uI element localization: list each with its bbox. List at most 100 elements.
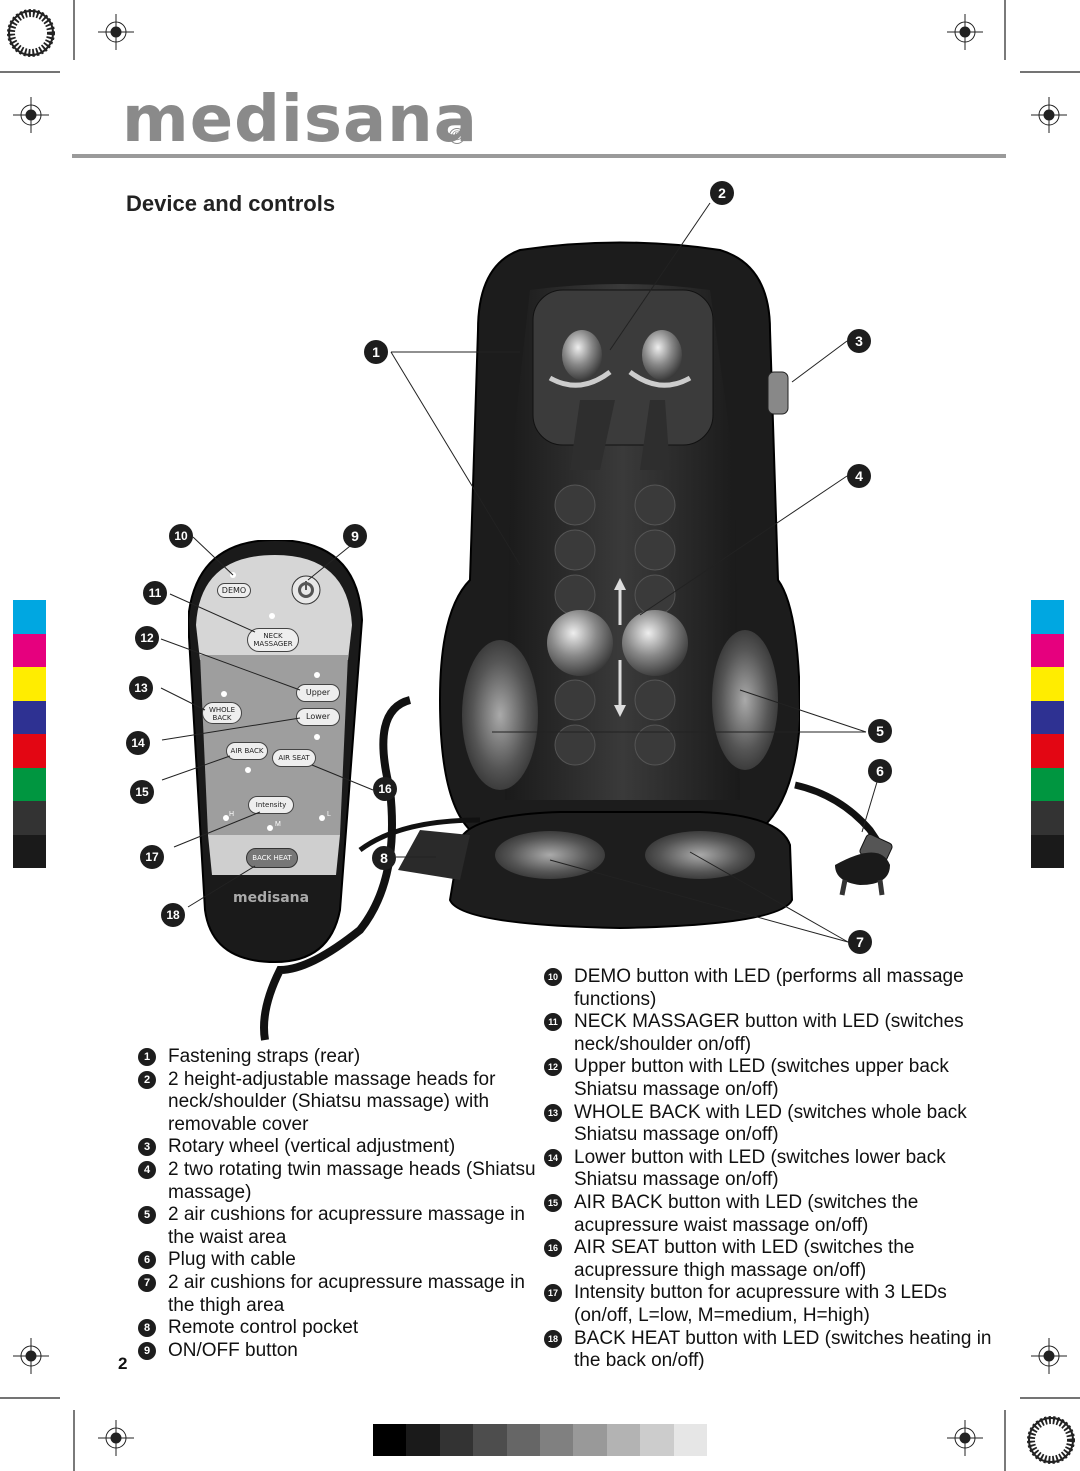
- legend-text: Intensity button for acupressure with 3 …: [574, 1282, 947, 1326]
- legend-text: ON/OFF button: [168, 1339, 298, 1361]
- crosshair-icon: [98, 1420, 134, 1456]
- power-icon: [299, 583, 313, 597]
- color-swatch: [13, 633, 46, 667]
- callout-18: 18: [161, 903, 185, 927]
- legend-number: 4: [138, 1160, 156, 1179]
- callout-11: 11: [143, 581, 167, 605]
- callout-13: 13: [129, 676, 153, 700]
- color-swatch: [406, 1424, 440, 1456]
- remote-lower-button[interactable]: Lower: [296, 708, 340, 726]
- legend-text: NECK MASSAGER button with LED (switches …: [574, 1011, 964, 1055]
- color-swatch: [1031, 600, 1064, 634]
- legend-number: 12: [544, 1058, 562, 1077]
- color-swatch: [373, 1424, 407, 1456]
- remote-back-heat-button[interactable]: BACK HEAT: [246, 848, 298, 868]
- legend-number: 3: [138, 1138, 156, 1157]
- legend-text: AIR BACK button with LED (switches the a…: [574, 1191, 919, 1236]
- legend-text: Upper button with LED (switches upper ba…: [574, 1056, 949, 1100]
- legend-text: 2 two rotating twin massage heads (Shiat…: [168, 1158, 536, 1203]
- color-swatch: [573, 1424, 607, 1456]
- legend-number: 8: [138, 1319, 156, 1338]
- remote-whole-back-button[interactable]: WHOLE BACK: [202, 702, 242, 724]
- legend-item: 13 WHOLE BACK with LED (switches whole ba…: [544, 1102, 1004, 1147]
- color-swatch: [539, 1424, 574, 1456]
- legend-number: 15: [544, 1193, 562, 1212]
- callout-6: 6: [868, 759, 892, 783]
- color-bar-left: [13, 600, 46, 868]
- color-swatch: [13, 801, 46, 835]
- remote-upper-button[interactable]: Upper: [296, 684, 340, 702]
- legend-text: Rotary wheel (vertical adjustment): [168, 1136, 456, 1158]
- callout-14: 14: [126, 731, 150, 755]
- remote-intensity-button[interactable]: Intensity: [248, 796, 294, 814]
- color-swatch: [13, 767, 46, 801]
- legend-text: DEMO button with LED (performs all massa…: [574, 966, 964, 1010]
- crosshair-icon: [947, 14, 983, 50]
- color-swatch: [13, 734, 46, 768]
- legend-text: 2 air cushions for acupressure massage i…: [168, 1204, 525, 1248]
- legend-number: 14: [544, 1148, 562, 1167]
- legend-text: Plug with cable: [168, 1249, 296, 1271]
- callout-15: 15: [130, 780, 154, 804]
- color-swatch: [13, 600, 46, 634]
- legend-item: 6 Plug with cable: [138, 1249, 538, 1272]
- crosshair-icon: [1031, 97, 1067, 133]
- callout-16: 16: [373, 777, 397, 801]
- header-rule: [72, 154, 1006, 158]
- legend-item: 14 Lower button with LED (switches lower …: [544, 1147, 1004, 1192]
- crosshair-icon: [947, 1420, 983, 1456]
- color-swatch: [673, 1424, 707, 1456]
- legend-number: 11: [544, 1013, 562, 1032]
- legend-item: 17 Intensity button for acupressure with …: [544, 1282, 1004, 1327]
- legend-text: Lower button with LED (switches lower ba…: [574, 1146, 946, 1191]
- page-number: 2: [118, 1354, 128, 1373]
- remote-air-seat-button[interactable]: AIR SEAT: [272, 749, 316, 767]
- callout-7: 7: [848, 930, 872, 954]
- color-bar-right: [1031, 600, 1064, 868]
- brand-logo: medisana: [122, 83, 478, 157]
- color-swatch: [1031, 700, 1064, 734]
- remote-demo-button[interactable]: DEMO: [217, 583, 251, 598]
- color-swatch: [1031, 801, 1064, 835]
- legend-item: 9 ON/OFF button: [138, 1340, 538, 1363]
- grey-scale-strip: [373, 1424, 707, 1456]
- legend-text: Fastening straps (rear): [168, 1046, 361, 1067]
- remote-control: [188, 540, 364, 964]
- page-title: Device and controls: [126, 191, 336, 216]
- legend-text: 2 height-adjustable massage heads for ne…: [168, 1068, 496, 1135]
- remote-neck-massager-button[interactable]: NECK MASSAGER: [247, 628, 299, 652]
- legend-number: 13: [544, 1103, 562, 1122]
- starburst-icon: [7, 9, 55, 57]
- color-swatch: [606, 1424, 641, 1456]
- color-swatch: [1031, 667, 1064, 701]
- callout-10: 10: [169, 524, 193, 548]
- callout-1: 1: [364, 340, 388, 364]
- legend-number: 2: [138, 1070, 156, 1089]
- callout-17: 17: [140, 845, 164, 869]
- color-swatch: [13, 834, 46, 868]
- callout-9: 9: [343, 524, 367, 548]
- color-swatch: [473, 1424, 507, 1456]
- legend-number: 9: [138, 1341, 156, 1360]
- legend-text: AIR SEAT button with LED (switches the a…: [574, 1237, 915, 1281]
- legend-item: 12 Upper button with LED (switches upper …: [544, 1056, 1004, 1101]
- remote-led-l: L: [327, 811, 331, 818]
- legend-text: WHOLE BACK with LED (switches whole back…: [574, 1101, 967, 1146]
- legend-item: 15 AIR BACK button with LED (switches the…: [544, 1192, 1004, 1237]
- legend-number: 17: [544, 1284, 562, 1303]
- registered-mark: ®: [449, 128, 465, 144]
- remote-air-back-button[interactable]: AIR BACK: [226, 742, 268, 760]
- callout-4: 4: [847, 464, 871, 488]
- callout-3: 3: [847, 329, 871, 353]
- color-swatch: [13, 667, 46, 701]
- color-swatch: [1031, 633, 1064, 667]
- legend-number: 6: [138, 1251, 156, 1270]
